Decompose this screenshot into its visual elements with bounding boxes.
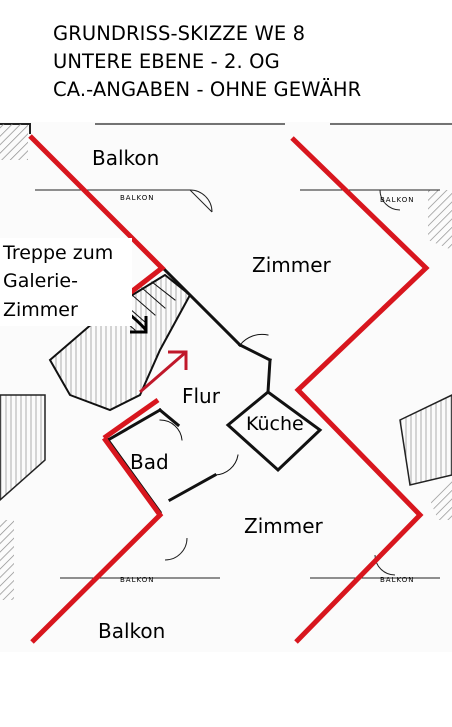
apartment-outline-upper-right — [290, 136, 430, 644]
label-balkon-top: Balkon — [92, 146, 159, 170]
plan-title-block: GRUNDRISS-SKIZZE WE 8 UNTERE EBENE - 2. … — [53, 20, 361, 104]
apartment-outline-bad — [102, 397, 160, 441]
label-bad: Bad — [130, 450, 169, 474]
title-line-1: GRUNDRISS-SKIZZE WE 8 — [53, 22, 306, 45]
apartment-outline-lower — [30, 436, 164, 644]
balkon-print-2: BALKON — [380, 196, 414, 204]
label-zimmer-top: Zimmer — [252, 253, 332, 277]
stair-up-arrow — [139, 350, 188, 394]
label-balkon-bottom: Balkon — [98, 619, 165, 643]
balkon-print-4: BALKON — [380, 576, 414, 584]
label-kueche: Küche — [246, 413, 304, 435]
balkon-print-3: BALKON — [120, 576, 154, 584]
stair-note-line-1: Treppe zum — [2, 242, 113, 264]
neighbour-stair-left — [0, 394, 46, 502]
title-line-3: CA.-ANGABEN - OHNE GEWÄHR — [53, 78, 362, 101]
interior-walls — [48, 267, 323, 515]
title-line-2: UNTERE EBENE - 2. OG — [53, 50, 280, 73]
stair-note-line-2: Galerie- — [3, 270, 78, 292]
label-flur: Flur — [182, 384, 221, 408]
stair-note-line-3: Zimmer — [3, 299, 78, 321]
neighbour-stair-right — [399, 394, 452, 486]
balkon-print-1: BALKON — [120, 194, 154, 202]
label-zimmer-bottom: Zimmer — [244, 514, 324, 538]
stair-note-backing — [0, 238, 132, 326]
